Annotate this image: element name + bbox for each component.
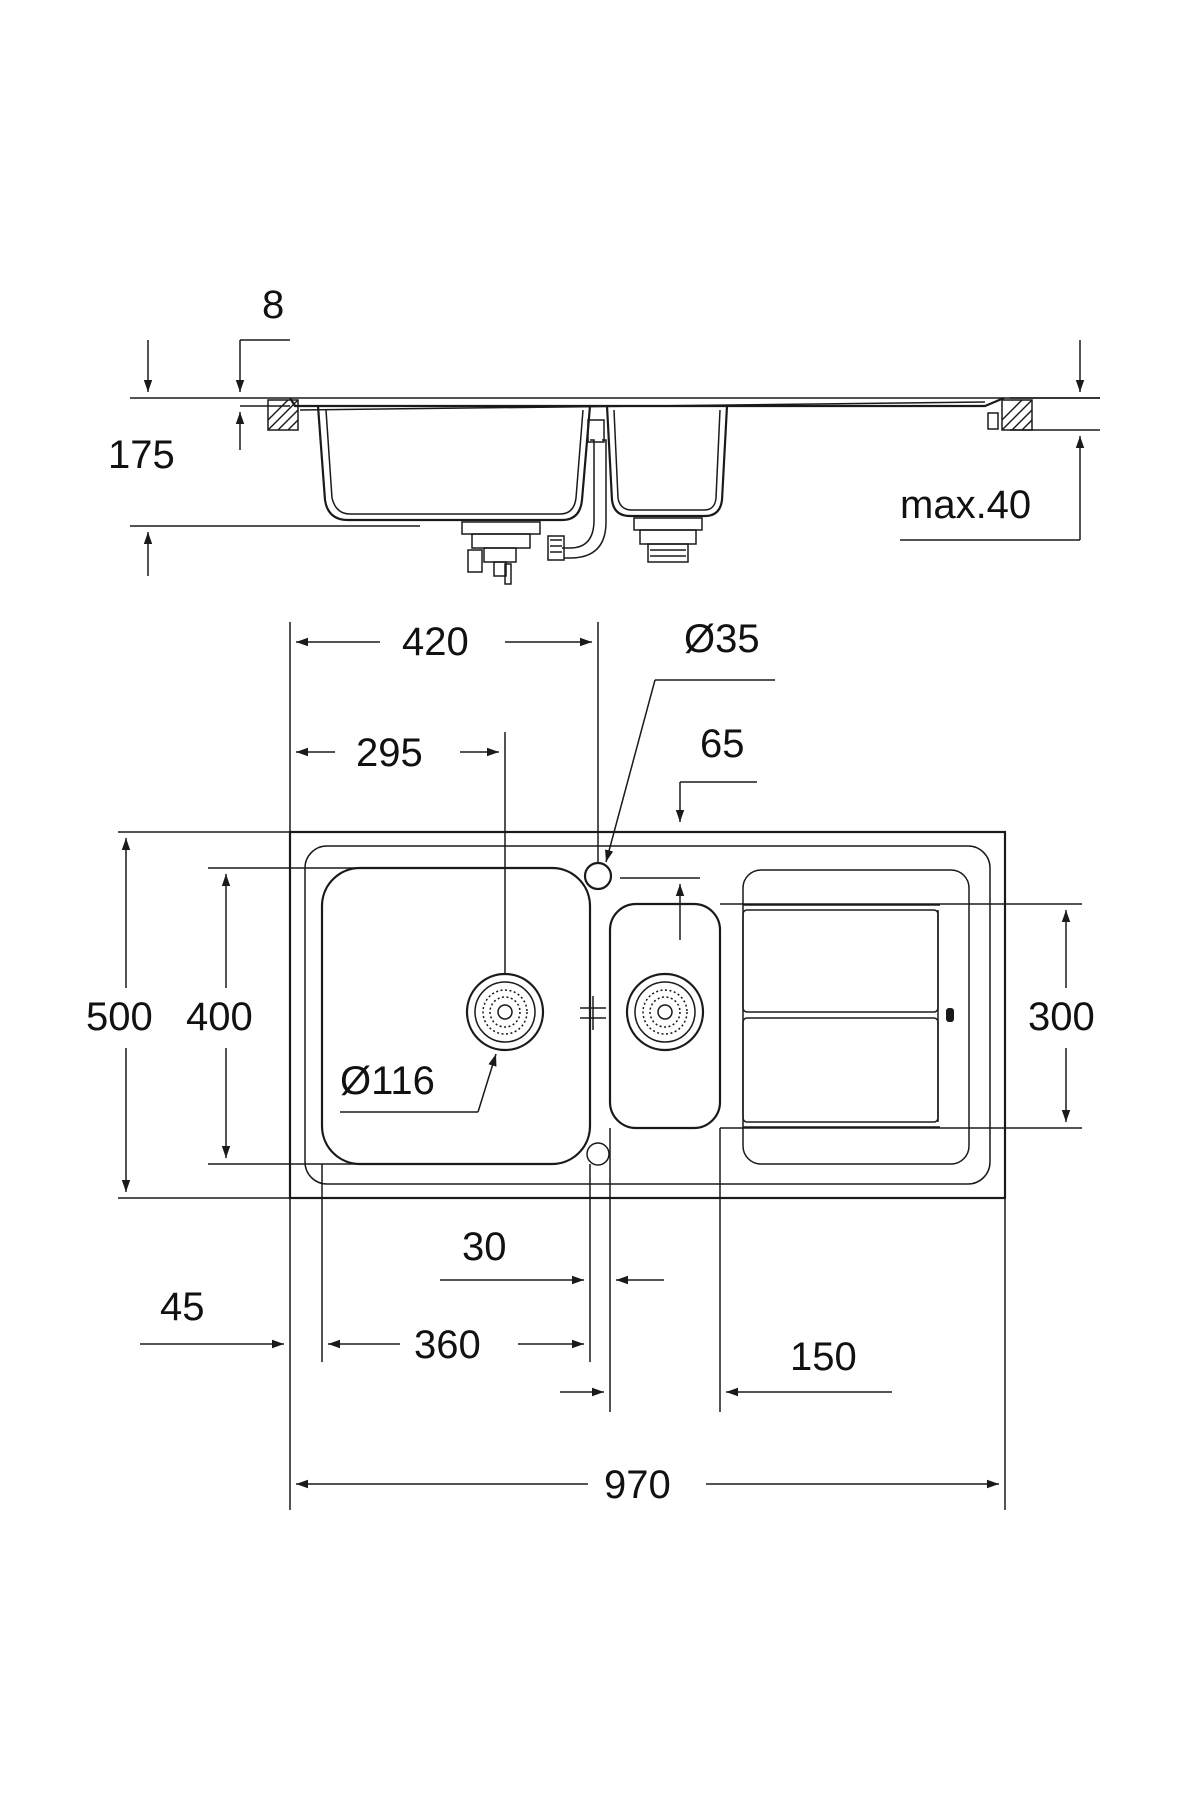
- sink-flange: [289, 396, 1005, 408]
- small-bowl-section: [605, 405, 729, 518]
- overflow-pipe-inner: [564, 439, 607, 559]
- side-view: 8 175 max.40: [108, 283, 1100, 585]
- small-bowl-inner: [613, 409, 721, 511]
- sink-inner-rim: [304, 845, 991, 1185]
- dim-65-label: 65: [700, 722, 745, 766]
- dim-970-label: 970: [604, 1463, 671, 1507]
- large-bowl: [320, 866, 592, 1166]
- dim-max40-label: max.40: [900, 483, 1031, 527]
- dim-400-label: 400: [186, 995, 253, 1039]
- dim-420-label: 420: [402, 620, 469, 664]
- strainer-small: [625, 972, 705, 1052]
- waste-fitting-large: [461, 521, 565, 585]
- dim-300-label: 300: [1028, 995, 1095, 1039]
- sink-outline: [288, 830, 1007, 1200]
- secondary-tap-hole: [586, 1142, 610, 1166]
- drainer-outline: [742, 869, 970, 1165]
- dim-d116-label: Ø116: [340, 1059, 435, 1103]
- drainer-slope: [299, 401, 986, 411]
- waste-fitting-small: [633, 517, 703, 563]
- overflow-slot: [946, 1008, 954, 1022]
- large-bowl-inner: [325, 409, 584, 515]
- dim-360-label: 360: [414, 1323, 481, 1367]
- counter-block-right: [1001, 399, 1033, 431]
- large-bowl-section: [316, 405, 592, 522]
- strainer-large: [465, 972, 545, 1052]
- dim-d116-arrow: [477, 1053, 497, 1113]
- overflow-head: [587, 419, 605, 443]
- dim-d35-arrow: [605, 679, 656, 863]
- dim-45-label: 45: [160, 1285, 205, 1329]
- clip-right: [987, 412, 999, 430]
- drainer-panel-bottom: [742, 1017, 939, 1123]
- dim-500-label: 500: [86, 995, 153, 1039]
- small-bowl: [608, 902, 722, 1130]
- overflow-pipe-outer: [562, 439, 595, 549]
- dim-175-label: 175: [108, 433, 175, 477]
- counter-block-left: [267, 399, 299, 431]
- drainer-panel-top: [742, 909, 939, 1013]
- dim-8-label: 8: [262, 283, 284, 327]
- plan-view: 420 Ø35 295 65 500 400 300 Ø116 30: [86, 617, 1095, 1510]
- tap-hole: [583, 861, 613, 891]
- dim-d35-label: Ø35: [684, 617, 760, 661]
- dim-30-label: 30: [462, 1225, 507, 1269]
- dim-295-label: 295: [356, 731, 423, 775]
- dim-150-label: 150: [790, 1335, 857, 1379]
